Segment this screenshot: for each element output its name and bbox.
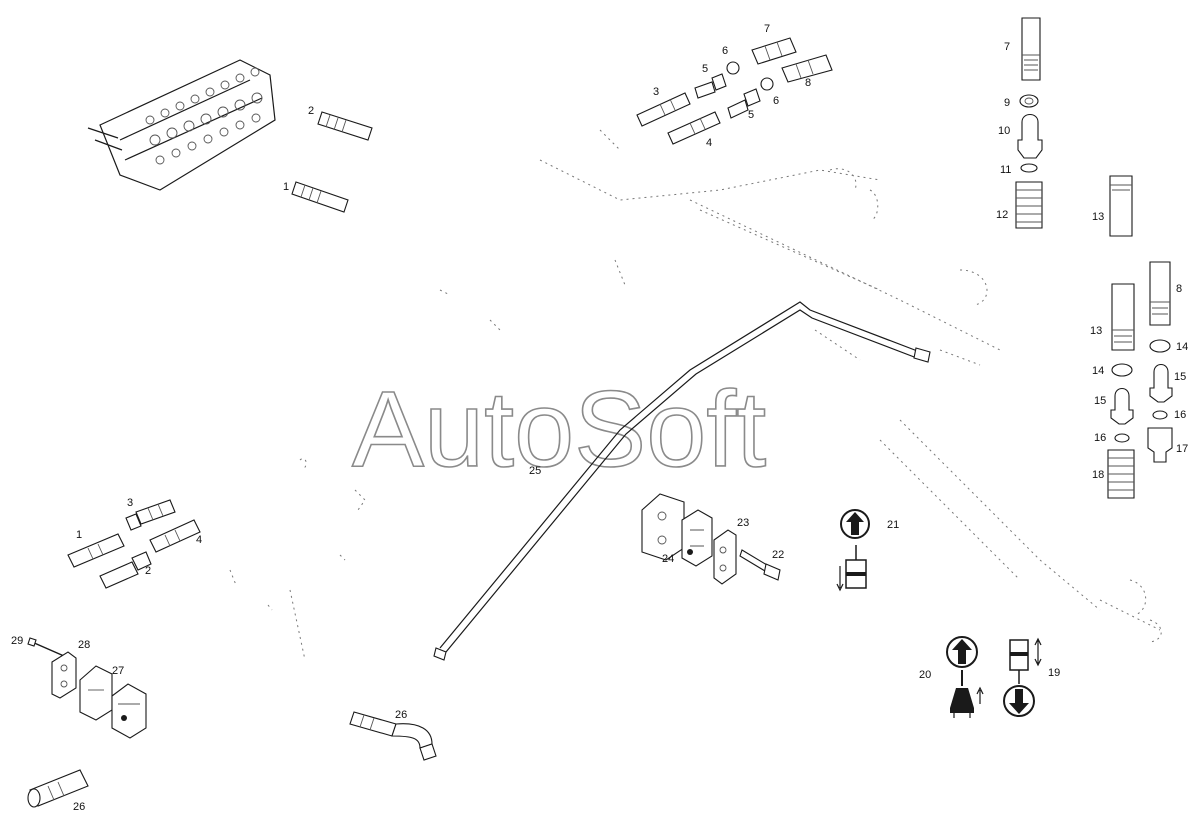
callout-21: 21: [887, 519, 899, 531]
callout-4-bl: 4: [196, 534, 202, 546]
callout-29: 29: [11, 635, 23, 647]
symbol-21: [836, 509, 870, 592]
arrow-up-symbol: [946, 636, 978, 668]
hydraulic-pipe-25: [433, 301, 931, 661]
right-column-lower: [1107, 261, 1173, 499]
callout-26-bottom: 26: [73, 801, 85, 813]
callout-6-tc-a: 6: [722, 45, 728, 57]
callout-27: 27: [112, 665, 124, 677]
watermark-text: AutoSoft: [352, 368, 766, 489]
callout-11-r: 11: [1000, 164, 1011, 176]
callout-16-r-a: 16: [1174, 409, 1186, 421]
callout-7-r: 7: [1004, 41, 1010, 53]
callout-12-r: 12: [996, 209, 1008, 221]
callout-19: 19: [1048, 667, 1060, 679]
symbol-20: [946, 636, 984, 718]
callout-5-tc-a: 5: [702, 63, 708, 75]
callout-8-tc: 8: [805, 77, 811, 89]
callout-23: 23: [737, 517, 749, 529]
cylinder-symbol: [1009, 637, 1042, 684]
callout-3-tc: 3: [653, 86, 659, 98]
callout-13-r-a: 13: [1092, 211, 1104, 223]
callout-13-r-b: 13: [1090, 325, 1102, 337]
top-center-fittings: [636, 37, 833, 145]
symbol-19: [1003, 637, 1042, 717]
callout-4-tc: 4: [706, 137, 712, 149]
callout-9-r: 9: [1004, 97, 1010, 109]
arrow-up-symbol: [840, 509, 870, 539]
callout-2-bl: 2: [145, 565, 151, 577]
callout-15-r-a: 15: [1174, 371, 1186, 383]
callout-7-tc: 7: [764, 23, 770, 35]
callout-22: 22: [772, 549, 784, 561]
right-column-upper: [1015, 17, 1133, 237]
callout-8-r: 8: [1176, 283, 1182, 295]
hand-lever-symbol: [950, 670, 984, 718]
clamp-assembly-22-24: [641, 493, 781, 585]
callout-17-r: 17: [1176, 443, 1188, 455]
bottom-left-fittings: [67, 499, 201, 589]
callout-1-top: 1: [283, 181, 289, 193]
callout-15-r-b: 15: [1094, 395, 1106, 407]
callout-18-r: 18: [1092, 469, 1104, 481]
hose-fitting-26: [27, 769, 89, 808]
callout-25: 25: [529, 465, 541, 477]
hose-fitting-2-top: [317, 111, 373, 141]
arrow-down-symbol: [1003, 685, 1035, 717]
machine-outline: [229, 129, 1162, 661]
hose-fitting-1-top: [291, 181, 349, 213]
hose-elbow-26: [349, 711, 437, 761]
cylinder-symbol: [836, 545, 867, 592]
callout-26-top: 26: [395, 709, 407, 721]
callout-28: 28: [78, 639, 90, 651]
callout-6-tc-b: 6: [773, 95, 779, 107]
callout-3-bl: 3: [127, 497, 133, 509]
callout-10-r: 10: [998, 125, 1010, 137]
callout-5-tc-b: 5: [748, 109, 754, 121]
callout-1-bl: 1: [76, 529, 82, 541]
clamp-assembly-27-29: [27, 637, 147, 739]
callout-14-r-b: 14: [1092, 365, 1104, 377]
callout-16-r-b: 16: [1094, 432, 1106, 444]
control-valve-block: [87, 59, 276, 191]
callout-20: 20: [919, 669, 931, 681]
callout-24: 24: [662, 553, 674, 565]
callout-14-r-a: 14: [1176, 341, 1188, 353]
callout-2-top: 2: [308, 105, 314, 117]
